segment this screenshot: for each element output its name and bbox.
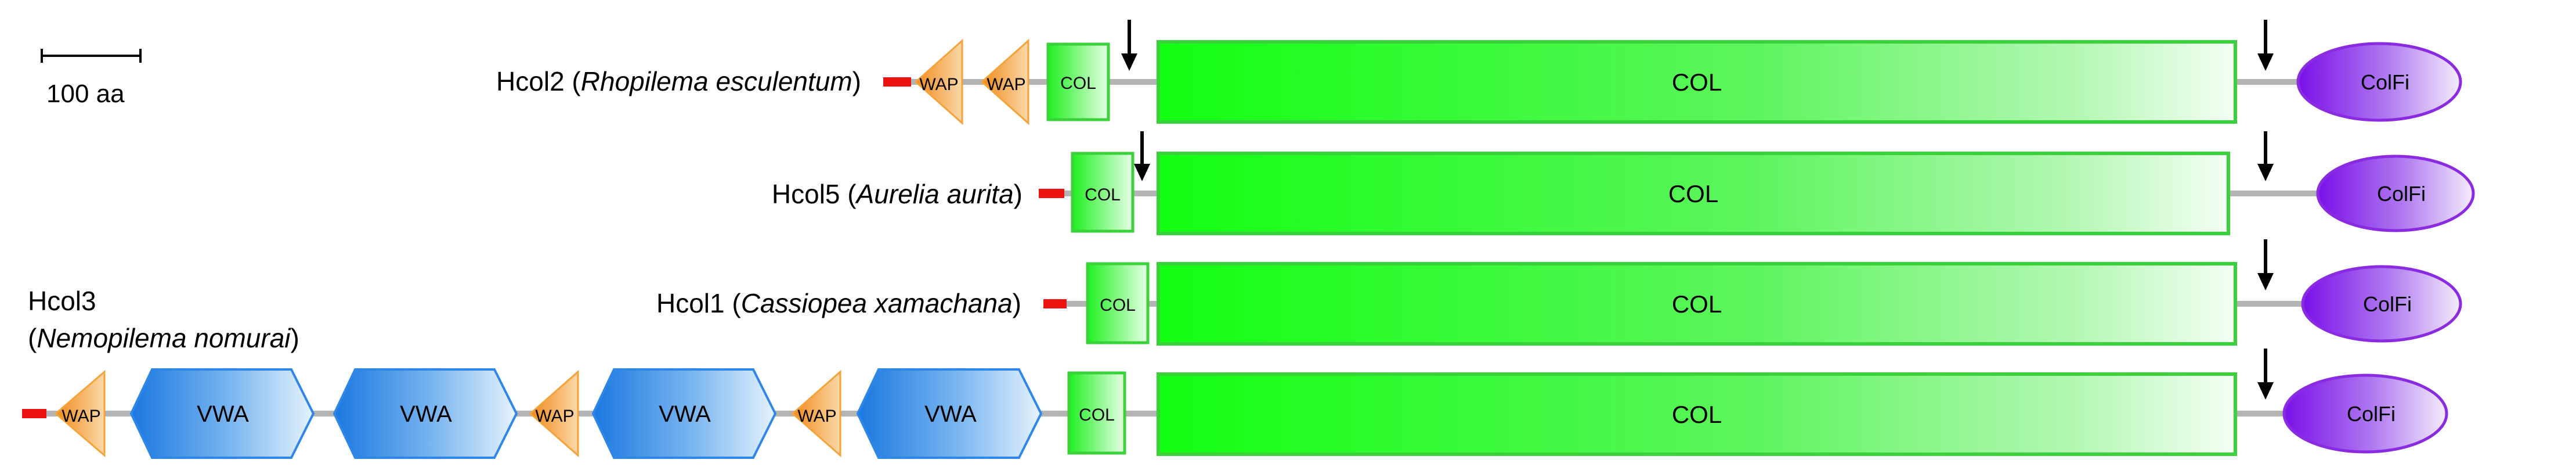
colfi-domain bbox=[2282, 374, 2448, 454]
wap-domain bbox=[980, 38, 1029, 125]
signal-peptide bbox=[1039, 189, 1064, 198]
species-name: Rhopilema esculentum bbox=[581, 66, 852, 96]
col-domain-large bbox=[1157, 262, 2237, 346]
col-label: COL bbox=[1668, 180, 1718, 207]
protein-name: Hcol1 bbox=[656, 288, 725, 318]
col-domain-small bbox=[1046, 42, 1110, 121]
wap-domain bbox=[791, 369, 841, 458]
wap-domain bbox=[529, 369, 579, 458]
wap-label: WAP bbox=[919, 75, 958, 94]
wap-domain bbox=[54, 369, 106, 458]
signal-peptide bbox=[1043, 299, 1067, 308]
colfi-domain bbox=[2296, 42, 2462, 122]
protein-label: Hcol5 (Aurelia aurita) bbox=[772, 179, 1023, 209]
col-domain-small bbox=[1071, 152, 1135, 233]
col-label: COL bbox=[1100, 296, 1136, 315]
cleavage-arrow bbox=[2257, 349, 2274, 400]
cleavage-arrow bbox=[2257, 20, 2274, 71]
protein-name: Hcol3 bbox=[28, 286, 96, 316]
vwa-domain bbox=[129, 368, 315, 459]
species-name: Aurelia aurita bbox=[855, 179, 1014, 209]
col-label: COL bbox=[1079, 405, 1115, 425]
protein-row-hcol1: Hcol1 (Cassiopea xamachana) COL COL ColF… bbox=[656, 239, 2462, 346]
wap-label: WAP bbox=[535, 407, 574, 426]
wap-label: WAP bbox=[987, 75, 1025, 94]
col-label: COL bbox=[1085, 185, 1121, 204]
col-label: COL bbox=[1672, 290, 1722, 318]
scale-bar-label: 100 aa bbox=[46, 80, 125, 108]
col-domain-large bbox=[1157, 372, 2237, 456]
vwa-domain bbox=[333, 368, 518, 459]
scale-bar: 100 aa bbox=[41, 49, 142, 108]
col-label: COL bbox=[1672, 69, 1722, 96]
col-domain-small bbox=[1086, 262, 1150, 344]
wap-domain bbox=[914, 38, 963, 125]
colfi-domain bbox=[2316, 155, 2475, 232]
species-name: Cassiopea xamachana bbox=[741, 288, 1013, 318]
colfi-label: ColFi bbox=[2377, 182, 2426, 206]
col-domain-large bbox=[1157, 152, 2230, 235]
protein-label: Hcol2 (Rhopilema esculentum) bbox=[496, 66, 861, 96]
vwa-label: VWA bbox=[924, 401, 977, 427]
cleavage-arrow bbox=[2257, 131, 2274, 181]
colfi-label: ColFi bbox=[2347, 402, 2396, 426]
col-label: COL bbox=[1672, 401, 1722, 428]
protein-row-hcol5: Hcol5 (Aurelia aurita) COL COL ColFi bbox=[772, 131, 2475, 235]
cleavage-arrow bbox=[1134, 131, 1150, 181]
col-domain-small bbox=[1067, 371, 1126, 455]
wap-label: WAP bbox=[797, 407, 836, 426]
protein-row-hcol2: Hcol2 (Rhopilema esculentum) WAP WAP COL… bbox=[496, 20, 2462, 125]
signal-peptide bbox=[883, 77, 911, 87]
protein-label: Hcol1 (Cassiopea xamachana) bbox=[656, 288, 1021, 318]
colfi-label: ColFi bbox=[2361, 70, 2409, 94]
vwa-label: VWA bbox=[659, 401, 711, 427]
protein-name: Hcol2 bbox=[496, 66, 565, 96]
vwa-label: VWA bbox=[197, 401, 249, 427]
vwa-domain bbox=[856, 368, 1043, 459]
col-label: COL bbox=[1060, 74, 1096, 93]
col-domain-large bbox=[1157, 40, 2237, 124]
protein-name: Hcol5 bbox=[772, 179, 840, 209]
vwa-domain bbox=[591, 368, 777, 459]
species-label: (Nemopilema nomurai) bbox=[28, 323, 299, 353]
cleavage-arrow bbox=[2257, 239, 2274, 290]
vwa-label: VWA bbox=[400, 401, 452, 427]
colfi-label: ColFi bbox=[2363, 292, 2412, 316]
colfi-domain bbox=[2301, 265, 2462, 343]
wap-label: WAP bbox=[62, 407, 100, 426]
signal-peptide bbox=[22, 409, 46, 418]
species-name: Nemopilema nomurai bbox=[37, 323, 291, 353]
cleavage-arrow bbox=[1121, 20, 1137, 71]
protein-row-hcol3: Hcol3 (Nemopilema nomurai) WAP VWA VWA W… bbox=[22, 286, 2448, 459]
